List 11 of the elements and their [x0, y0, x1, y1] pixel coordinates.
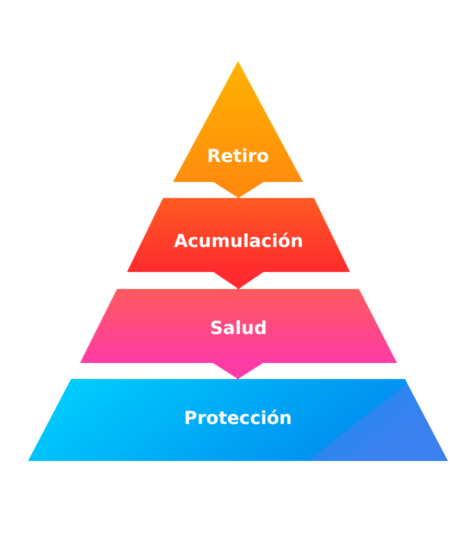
pyramid-tier	[127, 198, 350, 272]
arrow	[213, 363, 263, 379]
tier-label: Salud	[210, 318, 267, 340]
pyramid-tier	[80, 289, 397, 363]
tier-label: Protección	[184, 408, 292, 430]
tier-label: Acumulación	[174, 231, 304, 253]
pyramid-apex	[173, 61, 303, 182]
arrow	[214, 182, 264, 198]
arrow	[214, 272, 264, 289]
tier-label: Retiro	[206, 146, 270, 168]
pyramid-base	[28, 379, 448, 461]
